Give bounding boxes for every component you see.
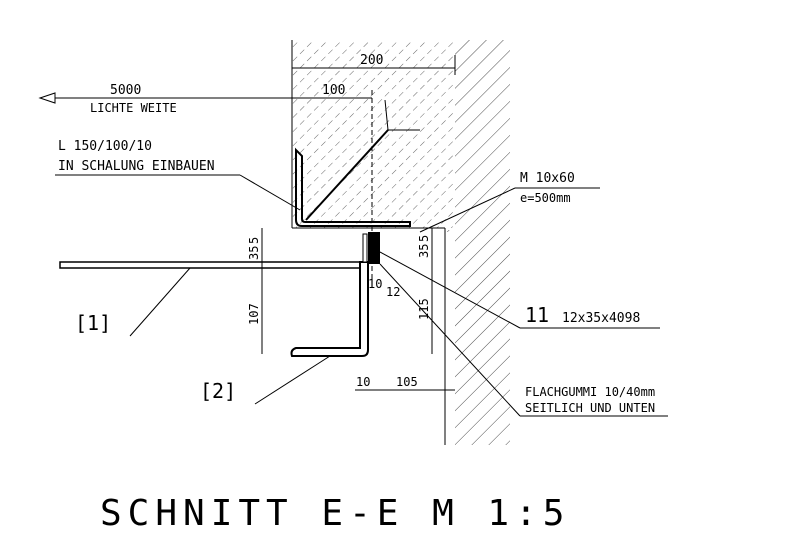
concrete-slab <box>292 40 455 228</box>
dim-10: 10 <box>368 277 382 291</box>
part-11-dim: 12x35x4098 <box>562 311 640 326</box>
dim-107: 107 <box>247 303 261 325</box>
item-2-leader <box>254 355 331 405</box>
dim-105: 105 <box>396 375 418 389</box>
angle-2 <box>290 261 369 357</box>
drawing-title: SCHNITT E-E M 1:5 <box>100 493 570 534</box>
dim-5000: 5000 <box>110 83 141 98</box>
dim-12: 12 <box>386 285 400 299</box>
dim-200: 200 <box>360 53 383 68</box>
bolt-callout-2: e=500mm <box>520 191 571 205</box>
rubber-strip <box>362 233 368 263</box>
dim-35-left: 35 <box>247 246 261 260</box>
angle-leader <box>239 174 301 211</box>
item-1-leader <box>129 267 191 337</box>
arrow-left-icon <box>38 92 56 104</box>
angle-callout-1: L 150/100/10 <box>58 139 152 154</box>
bolt-leader <box>419 187 516 233</box>
angle-callout-2: IN SCHALUNG EINBAUEN <box>58 159 215 174</box>
anchor-hook-2 <box>384 99 389 131</box>
bolt-callout-1: M 10x60 <box>520 171 575 186</box>
dim-5-right: 5 <box>417 235 431 242</box>
dim-100: 100 <box>322 83 345 98</box>
item-2-label: [2] <box>200 379 236 403</box>
embedded-angle <box>295 147 411 227</box>
dim-10-bottom: 10 <box>356 375 370 389</box>
plate-1 <box>59 261 361 269</box>
dim-35-right: 35 <box>417 244 431 258</box>
clear-width-label: LICHTE WEITE <box>90 101 177 115</box>
concrete-wall <box>445 40 510 445</box>
flat-bar-11 <box>368 232 380 264</box>
dim-5-left: 5 <box>247 237 261 244</box>
rubber-callout-2: SEITLICH UND UNTEN <box>525 401 655 415</box>
dim-115: 115 <box>417 298 431 320</box>
part-11-number: 11 <box>525 303 549 327</box>
rubber-callout-1: FLACHGUMMI 10/40mm <box>525 385 655 399</box>
part-11-leader <box>379 251 521 329</box>
anchor-bar <box>305 129 389 221</box>
item-1-label: [1] <box>75 311 111 335</box>
rubber-leader <box>379 263 521 417</box>
